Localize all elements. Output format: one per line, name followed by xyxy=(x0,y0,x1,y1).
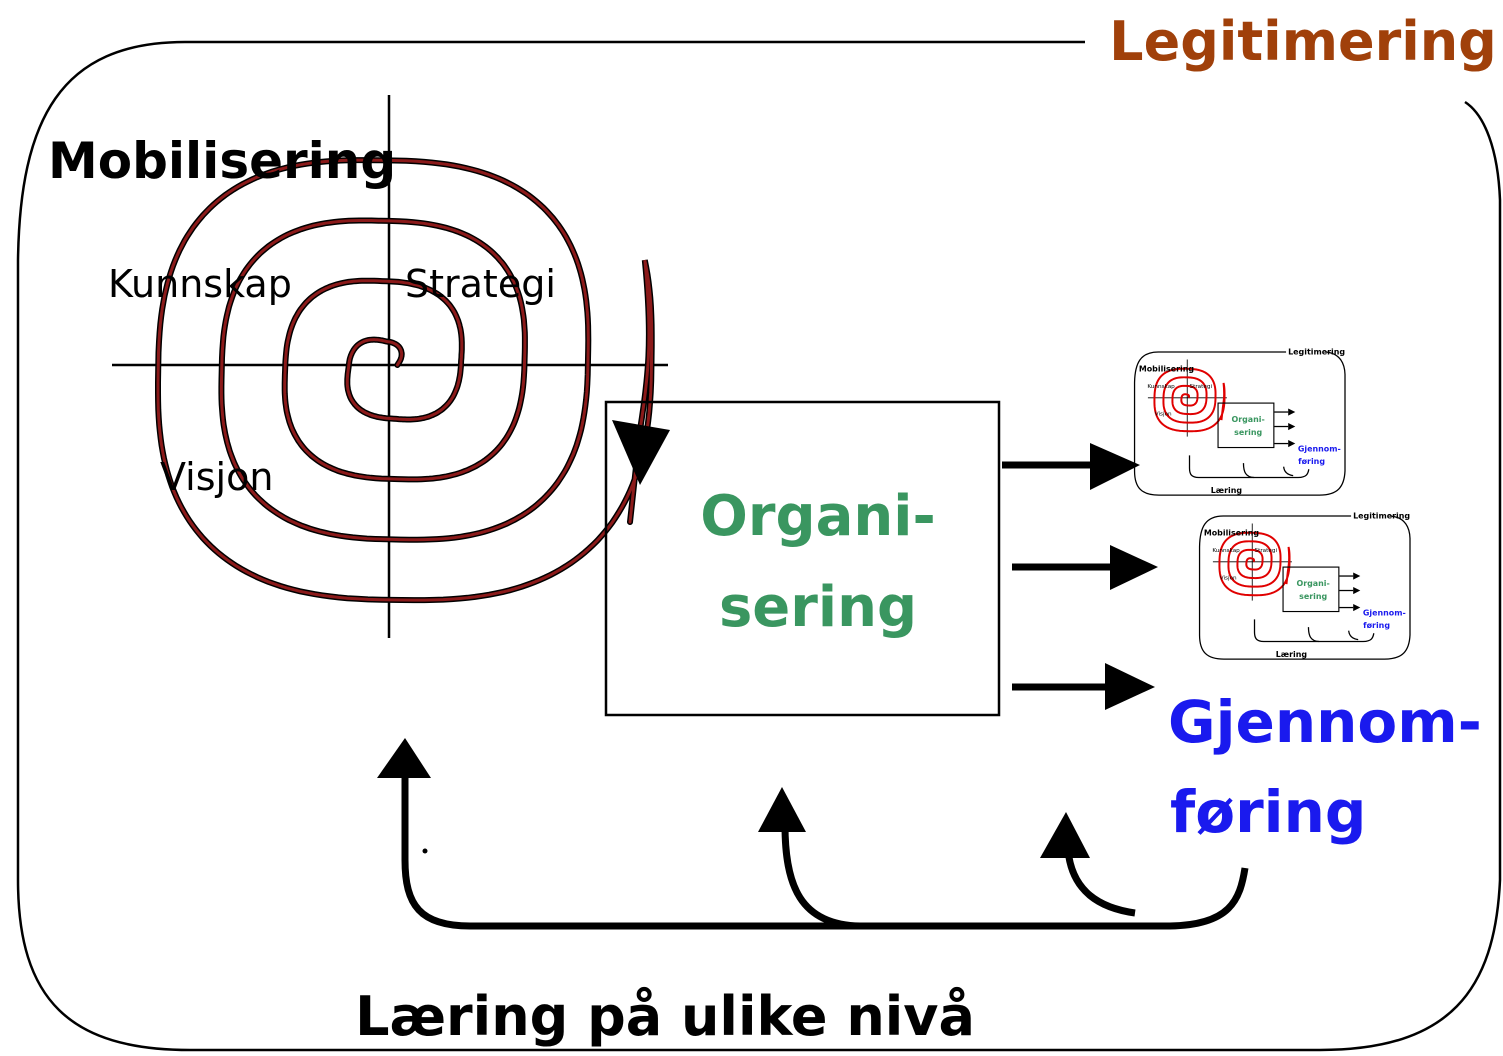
svg-text:Visjon: Visjon xyxy=(1220,576,1237,582)
svg-text:Organi-: Organi- xyxy=(1231,415,1264,424)
mobilisering-title: Mobilisering xyxy=(48,132,396,190)
svg-text:Organi-: Organi- xyxy=(1296,579,1329,588)
svg-text:Kunnskap: Kunnskap xyxy=(1212,548,1240,554)
organisering-line2: sering xyxy=(719,575,917,640)
svg-text:føring: føring xyxy=(1298,457,1325,466)
learning-loop-middle xyxy=(758,787,861,930)
svg-text:Mobilisering: Mobilisering xyxy=(1139,364,1195,373)
mini-spiral xyxy=(1153,367,1226,433)
dot-marker xyxy=(422,848,428,854)
gjennomforing-line1: Gjennom- xyxy=(1168,688,1482,756)
legitimering-frame xyxy=(16,40,1502,1052)
svg-text:føring: føring xyxy=(1363,621,1390,630)
svg-text:sering: sering xyxy=(1234,428,1262,437)
svg-text:Gjennom-: Gjennom- xyxy=(1363,608,1406,617)
svg-text:Strategi: Strategi xyxy=(1255,548,1278,554)
svg-text:Kunnskap: Kunnskap xyxy=(1147,384,1175,390)
mobilisering-spiral xyxy=(155,157,655,604)
gjennomforing-line2: føring xyxy=(1170,778,1366,846)
svg-text:Mobilisering: Mobilisering xyxy=(1204,528,1260,537)
organisering-line1: Organi- xyxy=(700,484,935,549)
laering-caption: Læring på ulike nivå xyxy=(355,985,975,1048)
svg-text:Legitimering: Legitimering xyxy=(1353,512,1410,521)
svg-text:Læring: Læring xyxy=(1276,650,1308,659)
learning-loop-inner xyxy=(1040,812,1136,917)
legitimering-title: Legitimering xyxy=(1109,10,1497,73)
svg-text:Gjennom-: Gjennom- xyxy=(1298,444,1341,453)
quadrant-strategi: Strategi xyxy=(405,262,556,306)
learning-loop-outer xyxy=(377,738,1249,930)
svg-text:Strategi: Strategi xyxy=(1190,384,1213,390)
svg-text:Visjon: Visjon xyxy=(1155,412,1172,418)
organisering-box xyxy=(604,400,1001,717)
svg-text:Legitimering: Legitimering xyxy=(1288,348,1345,357)
output-arrow-1 xyxy=(1002,443,1140,490)
svg-text:Læring: Læring xyxy=(1211,486,1243,495)
svg-text:sering: sering xyxy=(1299,592,1327,601)
output-arrow-2 xyxy=(1012,545,1158,590)
mini-spiral xyxy=(1218,531,1291,597)
spiral-arrowhead xyxy=(612,420,670,485)
output-arrow-3 xyxy=(1012,663,1155,710)
quadrant-kunnskap: Kunnskap xyxy=(108,262,292,306)
quadrant-visjon: Visjon xyxy=(160,455,273,499)
mobilisering-spiral-color xyxy=(156,158,654,602)
mini-frame xyxy=(1133,351,1346,496)
mini-frame xyxy=(1198,515,1411,660)
